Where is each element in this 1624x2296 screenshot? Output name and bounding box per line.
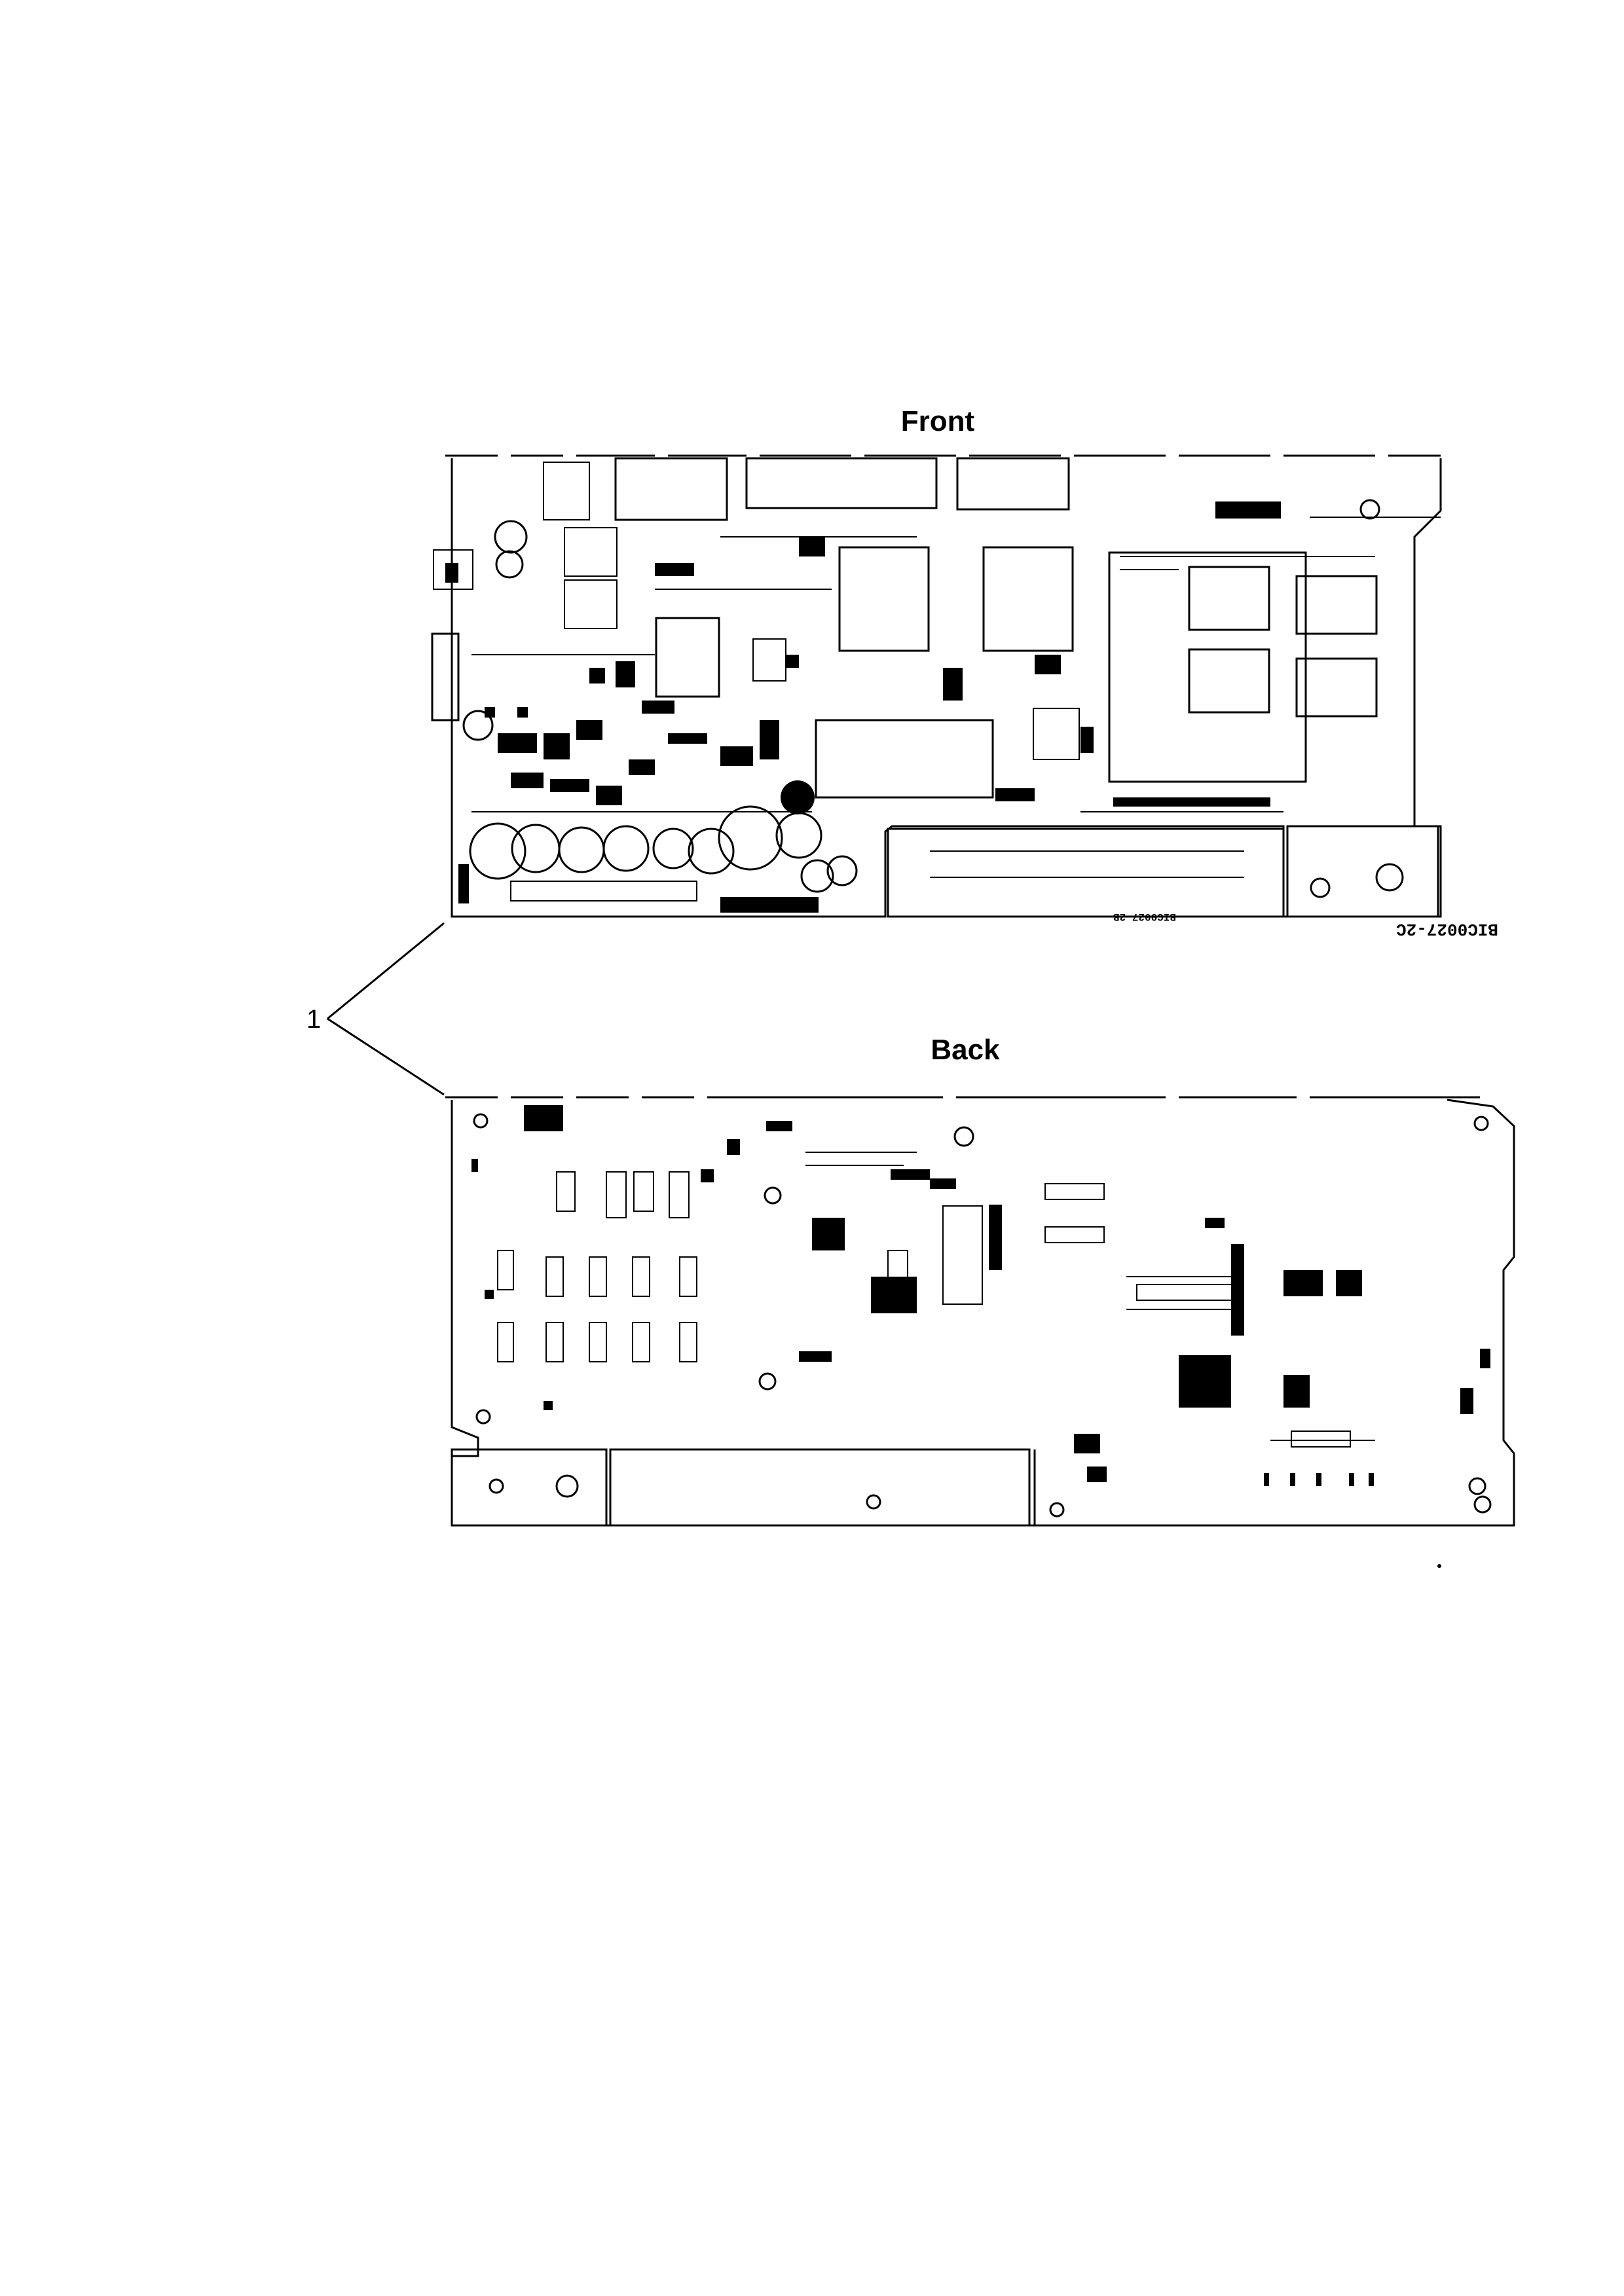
callout-number: 1 <box>306 1005 321 1034</box>
front-label: Front <box>901 405 975 437</box>
front-power-jack <box>431 632 460 721</box>
back-board <box>445 1096 1515 1527</box>
front-memory-chip-4 <box>1295 657 1378 718</box>
callout-leaders <box>327 922 445 1096</box>
front-strip-module <box>887 828 1285 918</box>
front-ic-3 <box>655 617 720 698</box>
front-board: BIC0027-2C BIC0027-2B <box>431 454 1498 939</box>
front-memory-chip-2 <box>1295 575 1378 635</box>
back-bottom-module-2 <box>609 1448 1031 1527</box>
front-memory-chip-1 <box>1188 566 1270 631</box>
back-label: Back <box>931 1034 1000 1066</box>
front-ic-2 <box>982 546 1074 652</box>
front-ic-5 <box>815 719 994 799</box>
front-connector-4 <box>543 462 590 520</box>
front-strip-code: BIC0027-2B <box>1113 911 1176 922</box>
front-memory-module <box>1108 551 1307 783</box>
front-memory-chip-3 <box>1188 648 1270 714</box>
front-connector-2 <box>745 457 938 509</box>
front-ic-6 <box>1033 708 1080 760</box>
front-power-block-2 <box>564 527 618 577</box>
front-smd-components <box>445 501 1281 913</box>
front-connector-3 <box>956 457 1070 511</box>
back-outline <box>451 1099 1515 1527</box>
stray-dot <box>1437 1564 1441 1568</box>
front-capacitors <box>462 499 1404 898</box>
front-ic-1 <box>838 546 930 652</box>
front-side-module <box>1286 825 1439 918</box>
front-connector-1 <box>614 457 728 521</box>
front-power-block-1 <box>433 549 473 590</box>
back-traces <box>805 1152 1375 1441</box>
back-footprints <box>497 1171 1351 1448</box>
back-mounting-holes <box>473 1113 1492 1518</box>
back-smd-components <box>471 1105 1490 1486</box>
front-traces <box>471 517 1441 878</box>
front-bottom-connector <box>510 881 697 902</box>
back-bottom-module-1 <box>451 1448 608 1527</box>
front-side-code: BIC0027-2C <box>1396 919 1498 939</box>
front-power-block-3 <box>564 579 618 629</box>
front-ic-4 <box>752 638 786 682</box>
front-black-capacitor <box>781 780 815 814</box>
